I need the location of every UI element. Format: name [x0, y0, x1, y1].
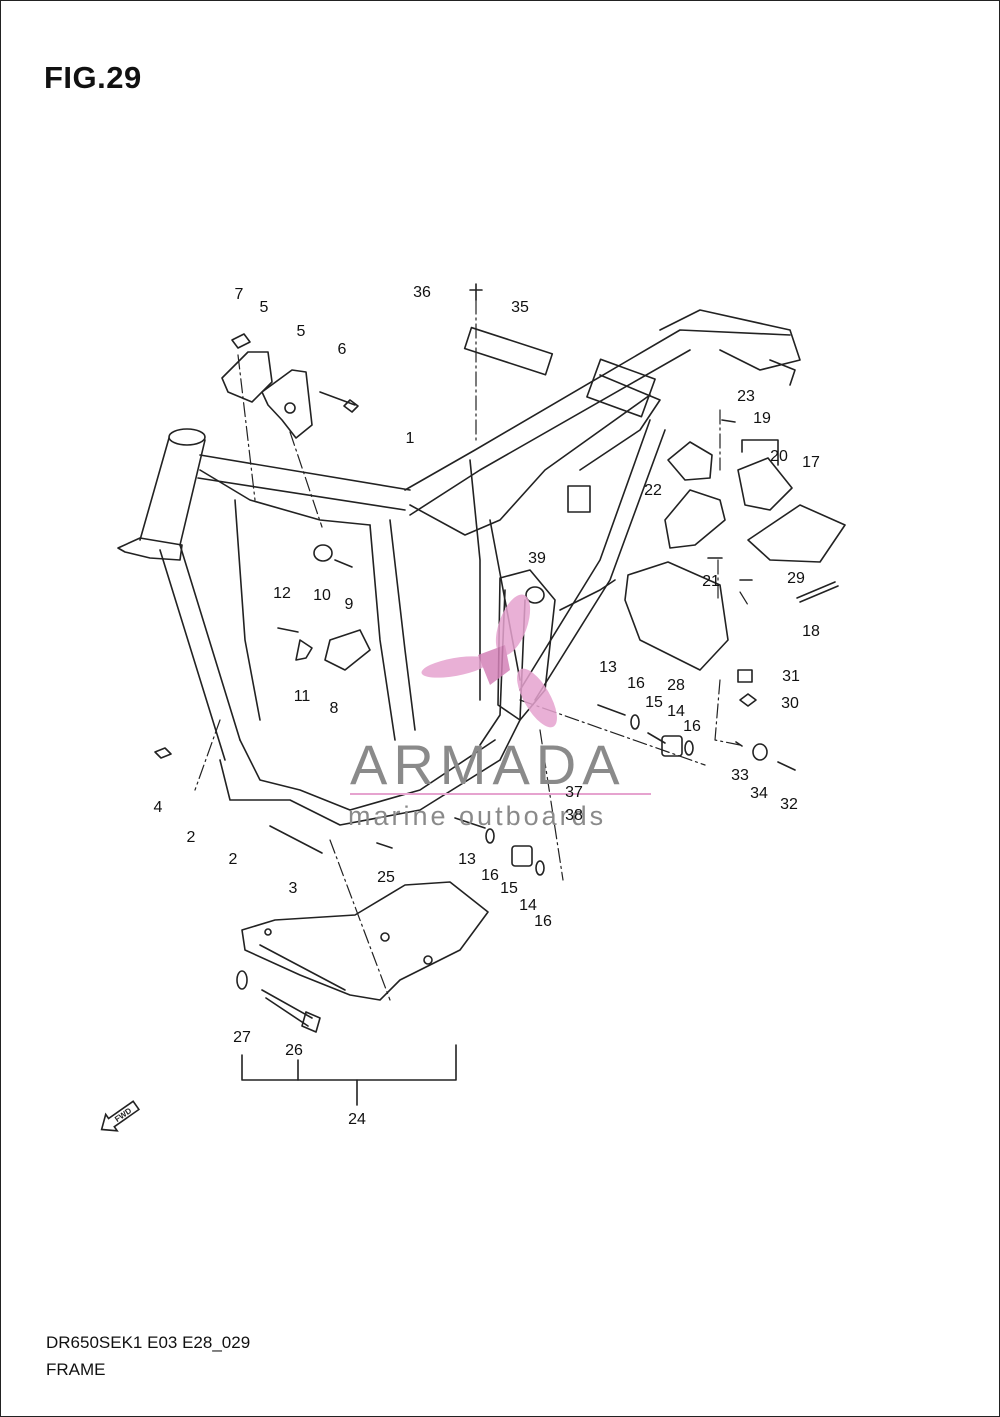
callout-label: 9	[345, 596, 354, 613]
callout-label: 19	[753, 410, 771, 427]
skid-plate	[241, 881, 489, 1001]
callout-label: 11	[294, 688, 311, 705]
callout-label: 14	[519, 897, 537, 914]
callout-label: 21	[702, 573, 720, 590]
fwd-arrow-icon: FWD	[100, 1100, 141, 1132]
callout-label: 38	[565, 807, 583, 824]
callout-label: 24	[348, 1111, 366, 1128]
callout-label: 37	[565, 784, 583, 801]
watermark-tagline: marine outboards	[348, 801, 606, 831]
bracket-24	[241, 1044, 457, 1106]
callout-label: 23	[737, 388, 755, 405]
model-code: DR650SEK1 E03 E28_029	[46, 1333, 251, 1352]
side-covers	[497, 441, 846, 721]
callout-label: 33	[731, 767, 749, 784]
callout-label: 8	[330, 700, 339, 717]
callout-label: 39	[528, 550, 546, 567]
callout-label: 14	[667, 703, 685, 720]
callout-label: 3	[289, 880, 298, 897]
callout-label: 29	[787, 570, 805, 587]
callout-label: 22	[644, 482, 662, 499]
watermark-brand: ARMADA	[350, 733, 626, 796]
callout-label: 1	[406, 430, 415, 447]
callout-label: 16	[481, 867, 499, 884]
callout-label: 18	[802, 623, 820, 640]
callout-label: 32	[780, 796, 798, 813]
callout-label: 15	[500, 880, 518, 897]
callout-label: 25	[377, 869, 395, 886]
callout-label: 31	[782, 668, 800, 685]
callout-label: 36	[413, 284, 431, 301]
callout-label: 27	[233, 1029, 251, 1046]
callout-label: 13	[458, 851, 476, 868]
bracket-19	[741, 439, 779, 466]
leader-lines	[194, 299, 749, 1001]
small-hardware	[154, 283, 839, 876]
callout-label: 15	[645, 694, 663, 711]
frame-main-tubes	[197, 309, 801, 536]
callout-label: 26	[285, 1042, 303, 1059]
engine-mount-plates	[221, 351, 371, 671]
callout-label: 6	[338, 341, 347, 358]
callout-label: 16	[683, 718, 701, 735]
callout-label: 2	[229, 851, 238, 868]
frame-head-tube	[117, 428, 206, 561]
callout-label: 28	[667, 677, 685, 694]
frame-cradle	[219, 459, 526, 826]
figure-name: FRAME	[46, 1360, 106, 1379]
callout-label: 10	[313, 587, 331, 604]
callout-label: 5	[297, 323, 306, 340]
callout-label: 4	[154, 799, 163, 816]
callout-labels: 1 2 2 3 4 5 5 6 7 8 9 10 11 12 13 13 14 …	[154, 284, 820, 1128]
callout-label: 2	[187, 829, 196, 846]
frame-down-tubes	[159, 469, 416, 761]
callout-label: 20	[770, 448, 788, 465]
callout-label: 16	[534, 913, 552, 930]
callout-label: 12	[273, 585, 291, 602]
figure-title: FIG.29	[44, 60, 142, 95]
callout-label: 17	[802, 454, 820, 471]
skid-plate-bolt	[236, 970, 321, 1033]
callout-label: 13	[599, 659, 617, 676]
callout-label: 16	[627, 675, 645, 692]
callout-label: 5	[260, 299, 269, 316]
watermark-fan-logo	[421, 594, 557, 728]
callout-label: 35	[511, 299, 529, 316]
callout-label: 7	[235, 286, 244, 303]
callout-label: 30	[781, 695, 799, 712]
frame-subframe	[519, 419, 666, 701]
callout-label: 34	[750, 785, 768, 802]
